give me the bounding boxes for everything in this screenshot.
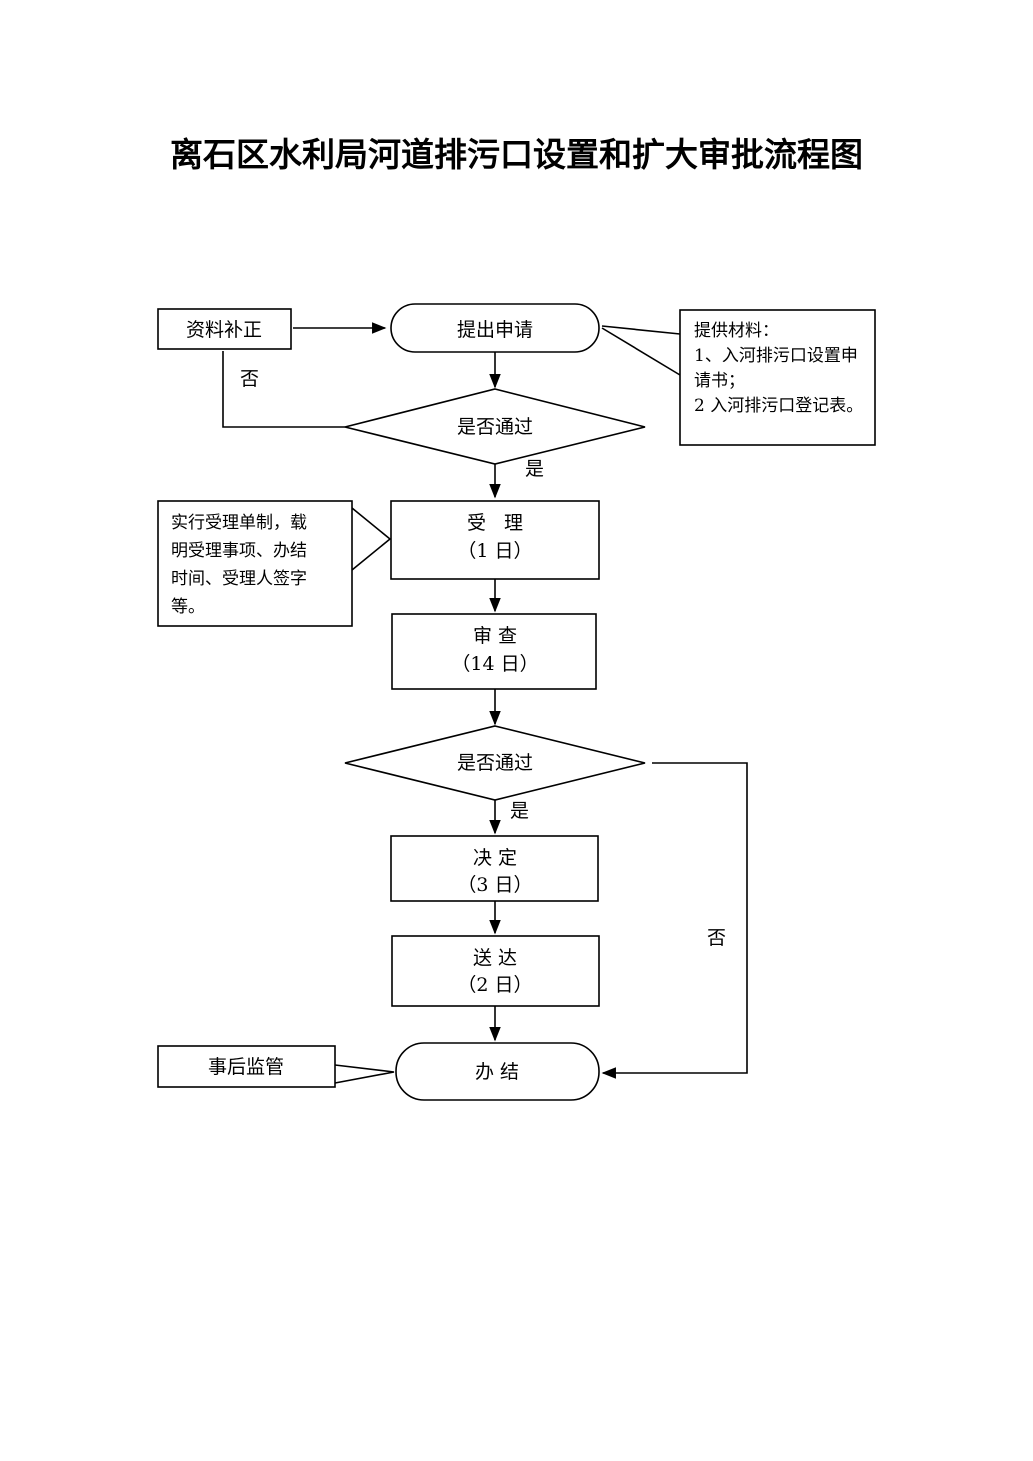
decide-label: 决 定 xyxy=(473,847,517,869)
materials-line-3: 请书； xyxy=(694,371,745,391)
check2-diamond: 是否通过 xyxy=(344,725,646,801)
check1-label: 是否通过 xyxy=(457,416,533,438)
supplement-label: 资料补正 xyxy=(186,319,262,341)
accept-days: （1 日） xyxy=(457,540,532,562)
edge-label-yes2: 是 xyxy=(510,800,529,822)
check1-diamond: 是否通过 xyxy=(344,388,646,465)
supervise-note: 事后监管 xyxy=(157,1045,395,1088)
edge-label-no2: 否 xyxy=(707,927,726,949)
review-days: （14 日） xyxy=(451,653,538,675)
deliver-days: （2 日） xyxy=(457,974,532,996)
apply-label: 提出申请 xyxy=(457,319,533,341)
accept-box: 受 理 （1 日） xyxy=(390,500,600,580)
acceptance-line-1: 实行受理单制，载 xyxy=(171,513,307,533)
line-check2-no xyxy=(601,762,748,1079)
check2-label: 是否通过 xyxy=(457,752,533,774)
decide-box: 决 定 （3 日） xyxy=(390,835,599,902)
edge-label-yes1: 是 xyxy=(525,458,544,480)
acceptance-line-3: 时间、受理人签字 xyxy=(171,569,307,589)
materials-note: 提供材料： 1、入河排污口设置申 请书； 2 入河排污口登记表。 xyxy=(601,309,876,446)
apply-terminal: 提出申请 xyxy=(390,303,600,353)
decide-days: （3 日） xyxy=(457,874,532,896)
acceptance-line-2: 明受理事项、办结 xyxy=(171,541,307,561)
deliver-box: 送 达 （2 日） xyxy=(391,935,600,1007)
edge-label-no1: 否 xyxy=(240,368,259,390)
materials-line-4: 2 入河排污口登记表。 xyxy=(694,396,863,416)
deliver-label: 送 达 xyxy=(473,947,517,969)
supervise-label: 事后监管 xyxy=(208,1056,284,1078)
accept-label: 受 理 xyxy=(467,512,523,534)
finish-label: 办 结 xyxy=(475,1061,519,1083)
page-title: 离石区水利局河道排污口设置和扩大审批流程图 xyxy=(170,135,863,174)
materials-line-2: 1、入河排污口设置申 xyxy=(694,346,858,366)
materials-line-1: 提供材料： xyxy=(694,321,779,341)
acceptance-line-4: 等。 xyxy=(171,597,205,617)
line-check1-no xyxy=(222,351,345,428)
acceptance-note: 实行受理单制，载 明受理事项、办结 时间、受理人签字 等。 xyxy=(157,500,392,627)
review-label: 审 查 xyxy=(473,625,517,647)
supplement-box: 资料补正 xyxy=(157,308,292,350)
review-box: 审 查 （14 日） xyxy=(391,613,597,690)
finish-terminal: 办 结 xyxy=(395,1042,600,1101)
